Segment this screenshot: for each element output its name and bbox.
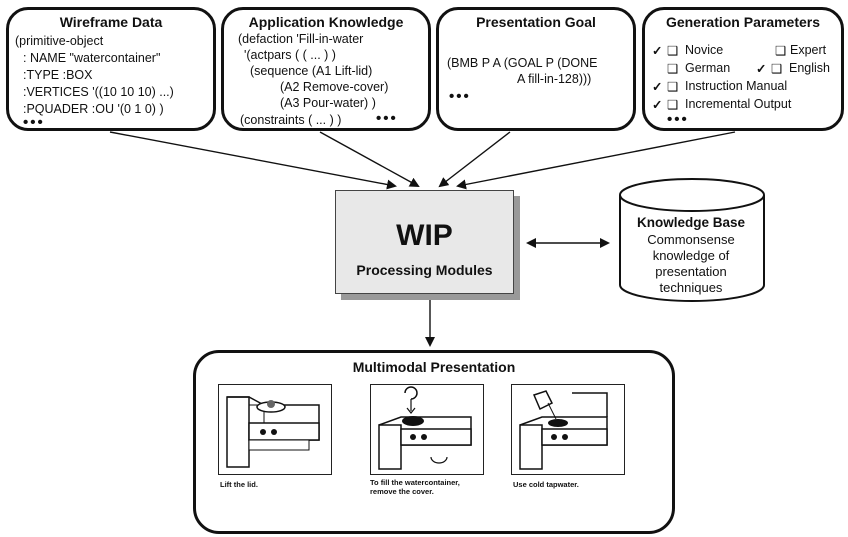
pour-water-illustration [519, 390, 608, 470]
wip-title: WIP [396, 219, 453, 252]
checkbox-icon[interactable]: ❑ [667, 80, 679, 94]
panel-caption-2: To fill the watercontainer, remove the c… [370, 478, 460, 496]
check-icon: ✓ [652, 80, 663, 94]
application-line: (A2 Remove-cover) [280, 80, 389, 94]
option-label-german: German [685, 61, 731, 75]
knowledge-base-line: Commonsense [647, 232, 735, 247]
checkbox-icon[interactable]: ❑ [667, 62, 679, 76]
ellipsis-dots: ••• [23, 114, 45, 131]
arrow-parameters-to-wip [456, 131, 736, 190]
wireframe-line: :TYPE :BOX [23, 68, 93, 82]
panel-caption-1: Lift the lid. [220, 480, 258, 489]
goal-line: (BMB P A (GOAL P (DONE [447, 56, 598, 70]
knowledge-base-cylinder [619, 178, 765, 302]
option-label-english: English [789, 61, 830, 75]
wireframe-line: :VERTICES '((10 10 10) ...) [23, 85, 174, 99]
arrow-goal-to-wip [438, 131, 511, 188]
option-label-expert: Expert [790, 43, 827, 57]
wireframe-line: (primitive-object [15, 34, 104, 48]
knowledge-base-line: presentation [655, 264, 727, 279]
illustration-panel-1 [218, 384, 332, 475]
knowledge-base-line: knowledge of [652, 248, 730, 263]
check-icon: ✓ [652, 98, 663, 112]
wireframe-data-box: Wireframe Data (primitive-object : NAME … [6, 7, 216, 131]
application-line: (constraints ( ... ) ) [240, 113, 342, 127]
check-icon: ✓ [756, 62, 767, 76]
multimodal-presentation-title: Multimodal Presentation [352, 359, 516, 375]
arrow-wireframe-to-wip [109, 131, 397, 190]
presentation-goal-box: Presentation Goal (BMB P A (GOAL P (DONE… [436, 7, 636, 131]
application-line: (A3 Pour-water) ) [280, 96, 376, 110]
generation-parameters-box: Generation Parameters ✓ ❑ Novice ❑ Exper… [642, 7, 844, 131]
application-knowledge-box: Application Knowledge (defaction 'Fill-i… [221, 7, 431, 131]
application-line: (sequence (A1 Lift-lid) [250, 64, 373, 78]
check-icon: ✓ [652, 44, 663, 58]
generation-parameters-title: Generation Parameters [665, 14, 821, 30]
ellipsis-dots: ••• [667, 111, 689, 128]
coffee-machine-lid-illustration [226, 396, 320, 468]
wireframe-line: :PQUADER :OU '(0 1 0) ) [23, 102, 164, 116]
ellipsis-dots: ••• [376, 110, 398, 127]
knowledge-base-line: techniques [659, 280, 723, 295]
option-label-instruction-manual: Instruction Manual [685, 79, 788, 93]
checkbox-icon[interactable]: ❑ [775, 44, 787, 58]
wip-processing-box: WIP Processing Modules [335, 190, 514, 294]
illustration-panel-3 [511, 384, 625, 475]
wireframe-data-title: Wireframe Data [59, 14, 163, 30]
remove-cover-illustration [378, 386, 472, 470]
application-line: (defaction 'Fill-in-water [238, 32, 364, 46]
application-line: '(actpars ( ( ... ) ) [244, 48, 336, 62]
ellipsis-dots: ••• [449, 88, 471, 105]
wireframe-line: : NAME "watercontainer" [23, 51, 161, 65]
panel-caption-3: Use cold tapwater. [513, 480, 579, 489]
presentation-goal-title: Presentation Goal [476, 14, 596, 30]
knowledge-base-title: Knowledge Base [636, 215, 746, 230]
checkbox-icon[interactable]: ❑ [771, 62, 783, 76]
checkbox-icon[interactable]: ❑ [667, 98, 679, 112]
application-knowledge-title: Application Knowledge [248, 14, 404, 30]
checkbox-icon[interactable]: ❑ [667, 44, 679, 58]
option-label-novice: Novice [685, 43, 724, 57]
option-label-incremental-output: Incremental Output [685, 97, 792, 111]
wip-subtitle: Processing Modules [356, 262, 493, 278]
illustration-panel-2 [370, 384, 484, 475]
arrow-application-to-wip [319, 131, 420, 187]
goal-line: A fill-in-128))) [517, 72, 592, 86]
